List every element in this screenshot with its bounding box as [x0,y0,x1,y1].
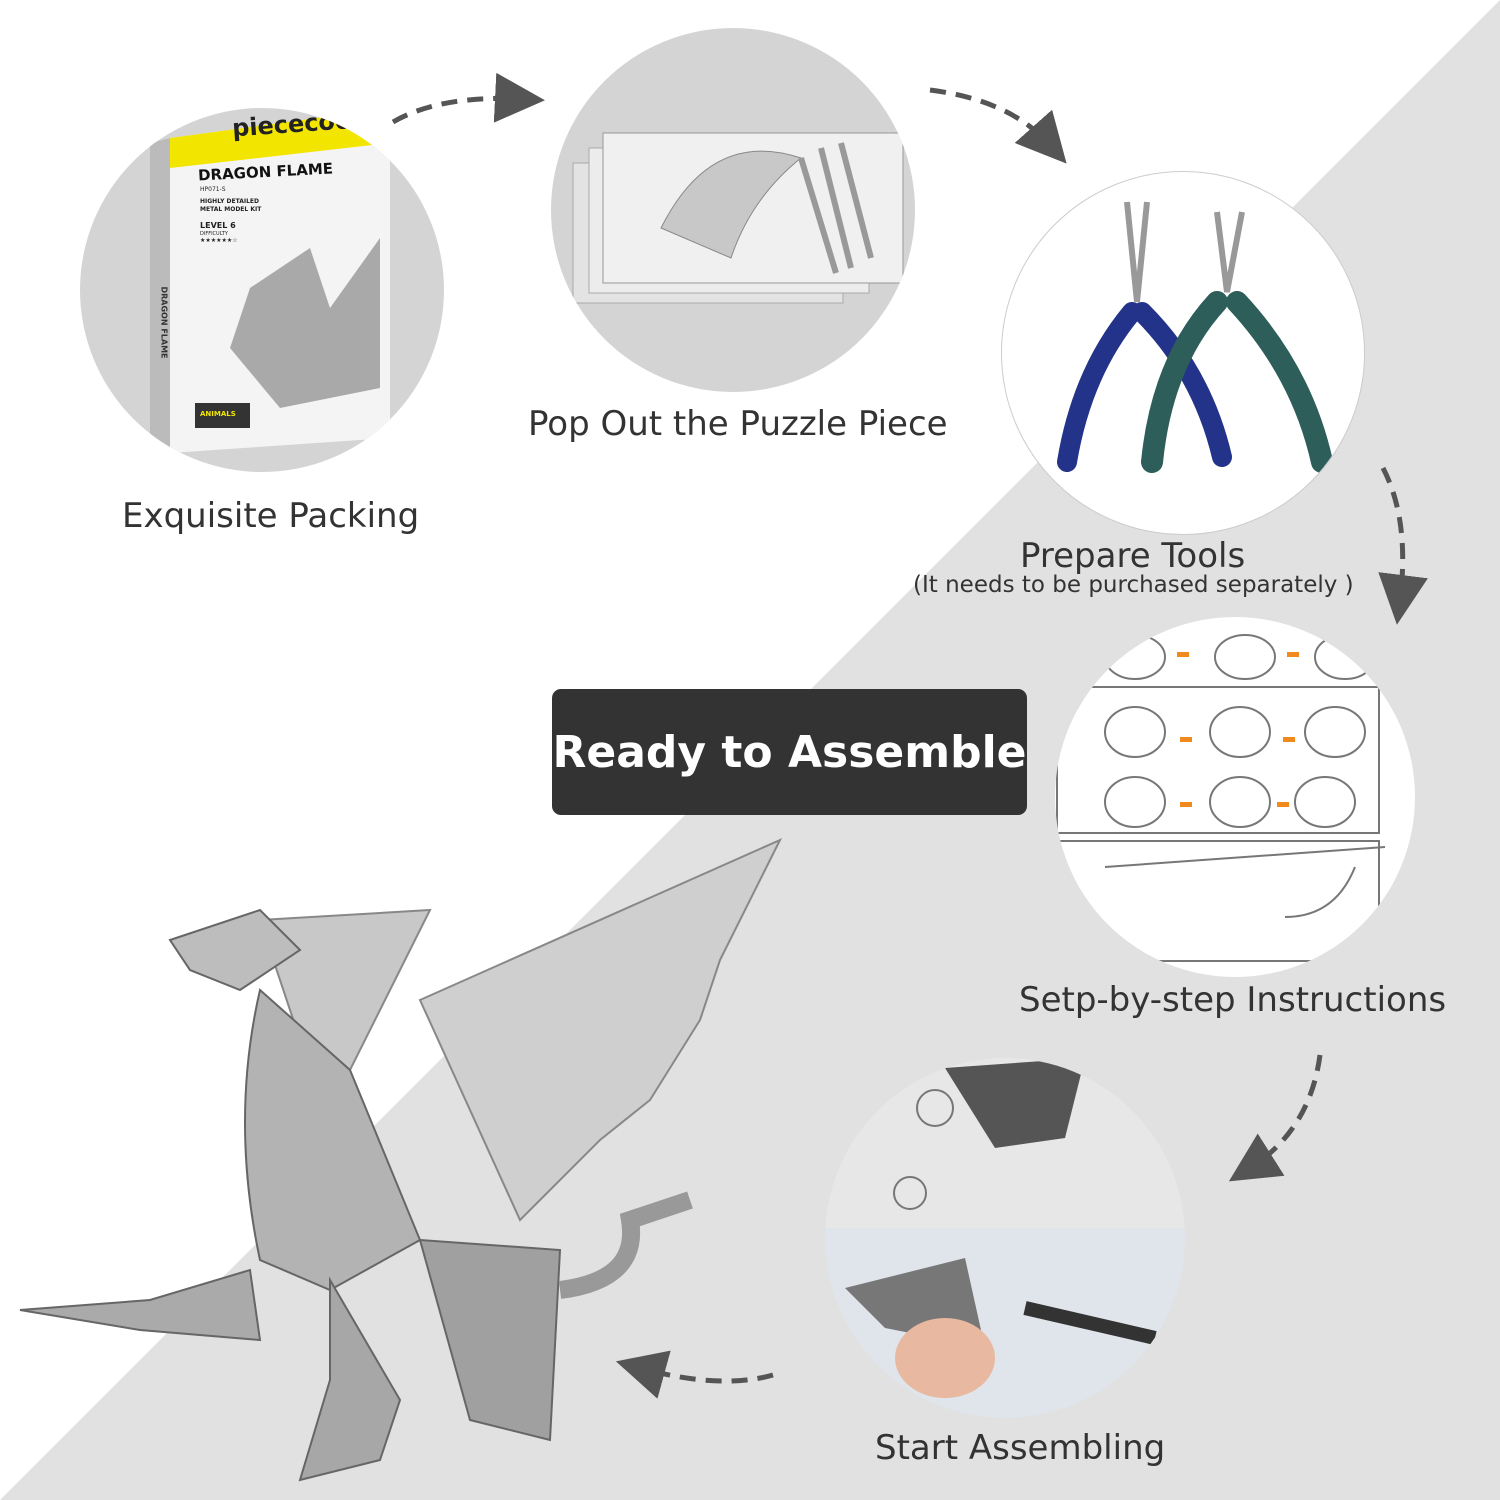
step-caption-instructions: Setp-by-step Instructions [1019,980,1447,1020]
box-series: ANIMALS [200,410,236,418]
box-line1: HIGHLY DETAILED [200,198,260,205]
ready-to-assemble-banner: Ready to Assemble [552,689,1027,815]
box-level: LEVEL 6 [200,221,236,230]
packing-image: piececool DRAGON FLAME HP071-S HIGHLY DE… [80,108,444,472]
instructions-image [1055,617,1415,977]
box-code: HP071-S [200,186,226,193]
puzzle-sheets-image [551,28,915,392]
box-spine: DRAGON FLAME [159,286,169,359]
step-caption-packing: Exquisite Packing [122,496,420,536]
dragon-model-image [19,837,783,1482]
pliers-image [1001,171,1365,535]
assembling-image [825,1058,1185,1418]
step-caption-tools: Prepare Tools [1020,536,1246,576]
box-stars: ★★★★★★☆ [200,237,238,244]
step-caption-assembling: Start Assembling [875,1428,1166,1468]
box-difficulty: DIFFICULTY [200,231,228,237]
step-caption-pop-out: Pop Out the Puzzle Piece [528,404,948,444]
tools-note: (It needs to be purchased separately ) [913,572,1354,598]
box-line2: METAL MODEL KIT [200,206,262,213]
